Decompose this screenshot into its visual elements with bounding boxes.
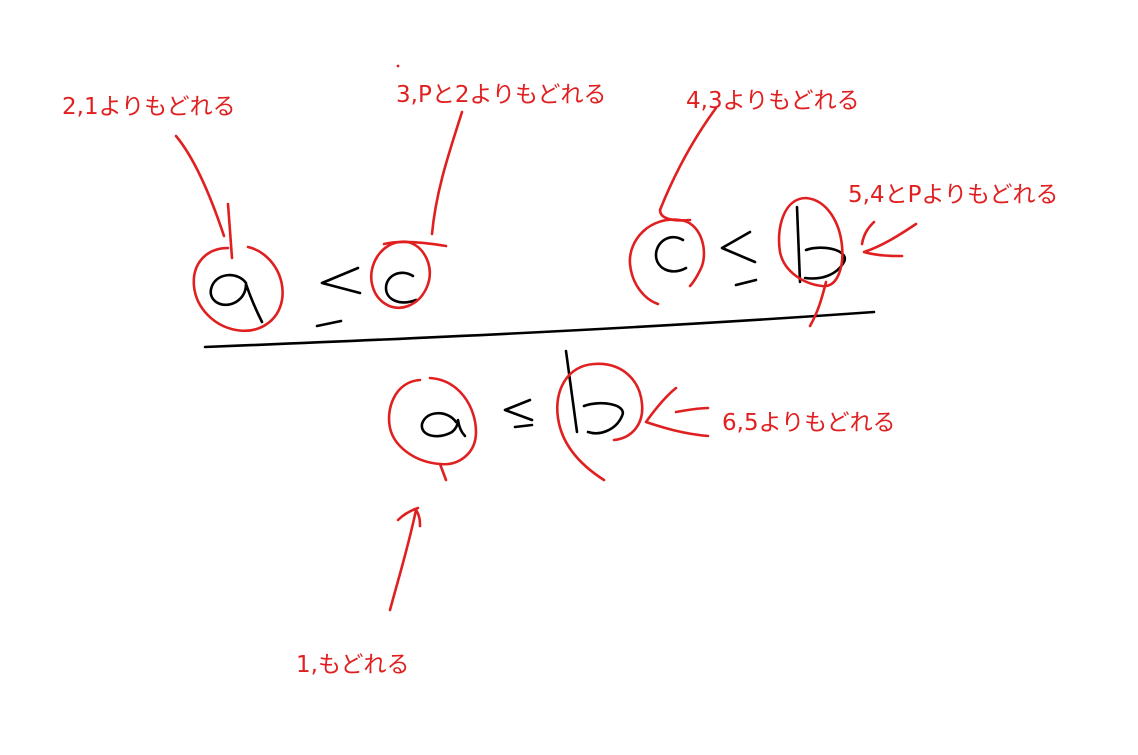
arrow-a-bottom <box>388 506 422 612</box>
circle-c-top-right <box>628 218 706 306</box>
symbol-c-top-right <box>654 235 688 273</box>
stray-dot <box>396 64 400 68</box>
annotation-a-top: 2,1よりもどれる <box>62 94 236 120</box>
inference-line <box>203 310 876 349</box>
symbol-le-bar-bottom <box>513 423 534 429</box>
annotation-c-top-right: 4,3よりもどれる <box>686 88 860 114</box>
annotation-c-top-left: 3,Pと2よりもどれる <box>396 82 607 108</box>
symbol-less-than-top-left <box>320 266 362 295</box>
circle-a-top <box>192 245 284 333</box>
symbol-b-top <box>795 205 802 284</box>
pointer-a-top <box>174 134 234 260</box>
symbol-c-top-left <box>384 271 418 304</box>
symbol-b-bottom <box>564 349 579 434</box>
symbol-le-bar-top-left <box>315 319 343 328</box>
symbol-le-bar-top-right <box>734 278 758 287</box>
arrow-b-top <box>860 220 918 258</box>
symbol-b-bottom-bowl <box>582 402 625 435</box>
annotation-b-bottom: 6,5よりもどれる <box>722 410 896 436</box>
symbol-b-top-bowl <box>803 246 847 280</box>
pointer-c-top-left <box>382 110 464 248</box>
premise-a-less-c <box>209 266 418 328</box>
premise-c-less-b <box>654 205 847 287</box>
symbol-less-than-bottom <box>503 398 534 422</box>
annotation-a-bottom: 1,もどれる <box>296 652 410 678</box>
annotation-b-top: 5,4とPよりもどれる <box>848 182 1059 208</box>
circle-b-bottom <box>555 362 644 482</box>
arrow-b-bottom <box>644 386 710 438</box>
symbol-less-than-top-right <box>720 230 757 264</box>
conclusion-a-less-b <box>420 349 625 438</box>
symbol-a-bottom <box>420 411 467 438</box>
pointer-c-top-right <box>658 106 718 222</box>
circle-c-top-left <box>369 240 431 309</box>
circle-b-top <box>777 196 844 328</box>
symbol-a-top <box>209 273 264 324</box>
circle-a-bottom <box>387 376 478 482</box>
